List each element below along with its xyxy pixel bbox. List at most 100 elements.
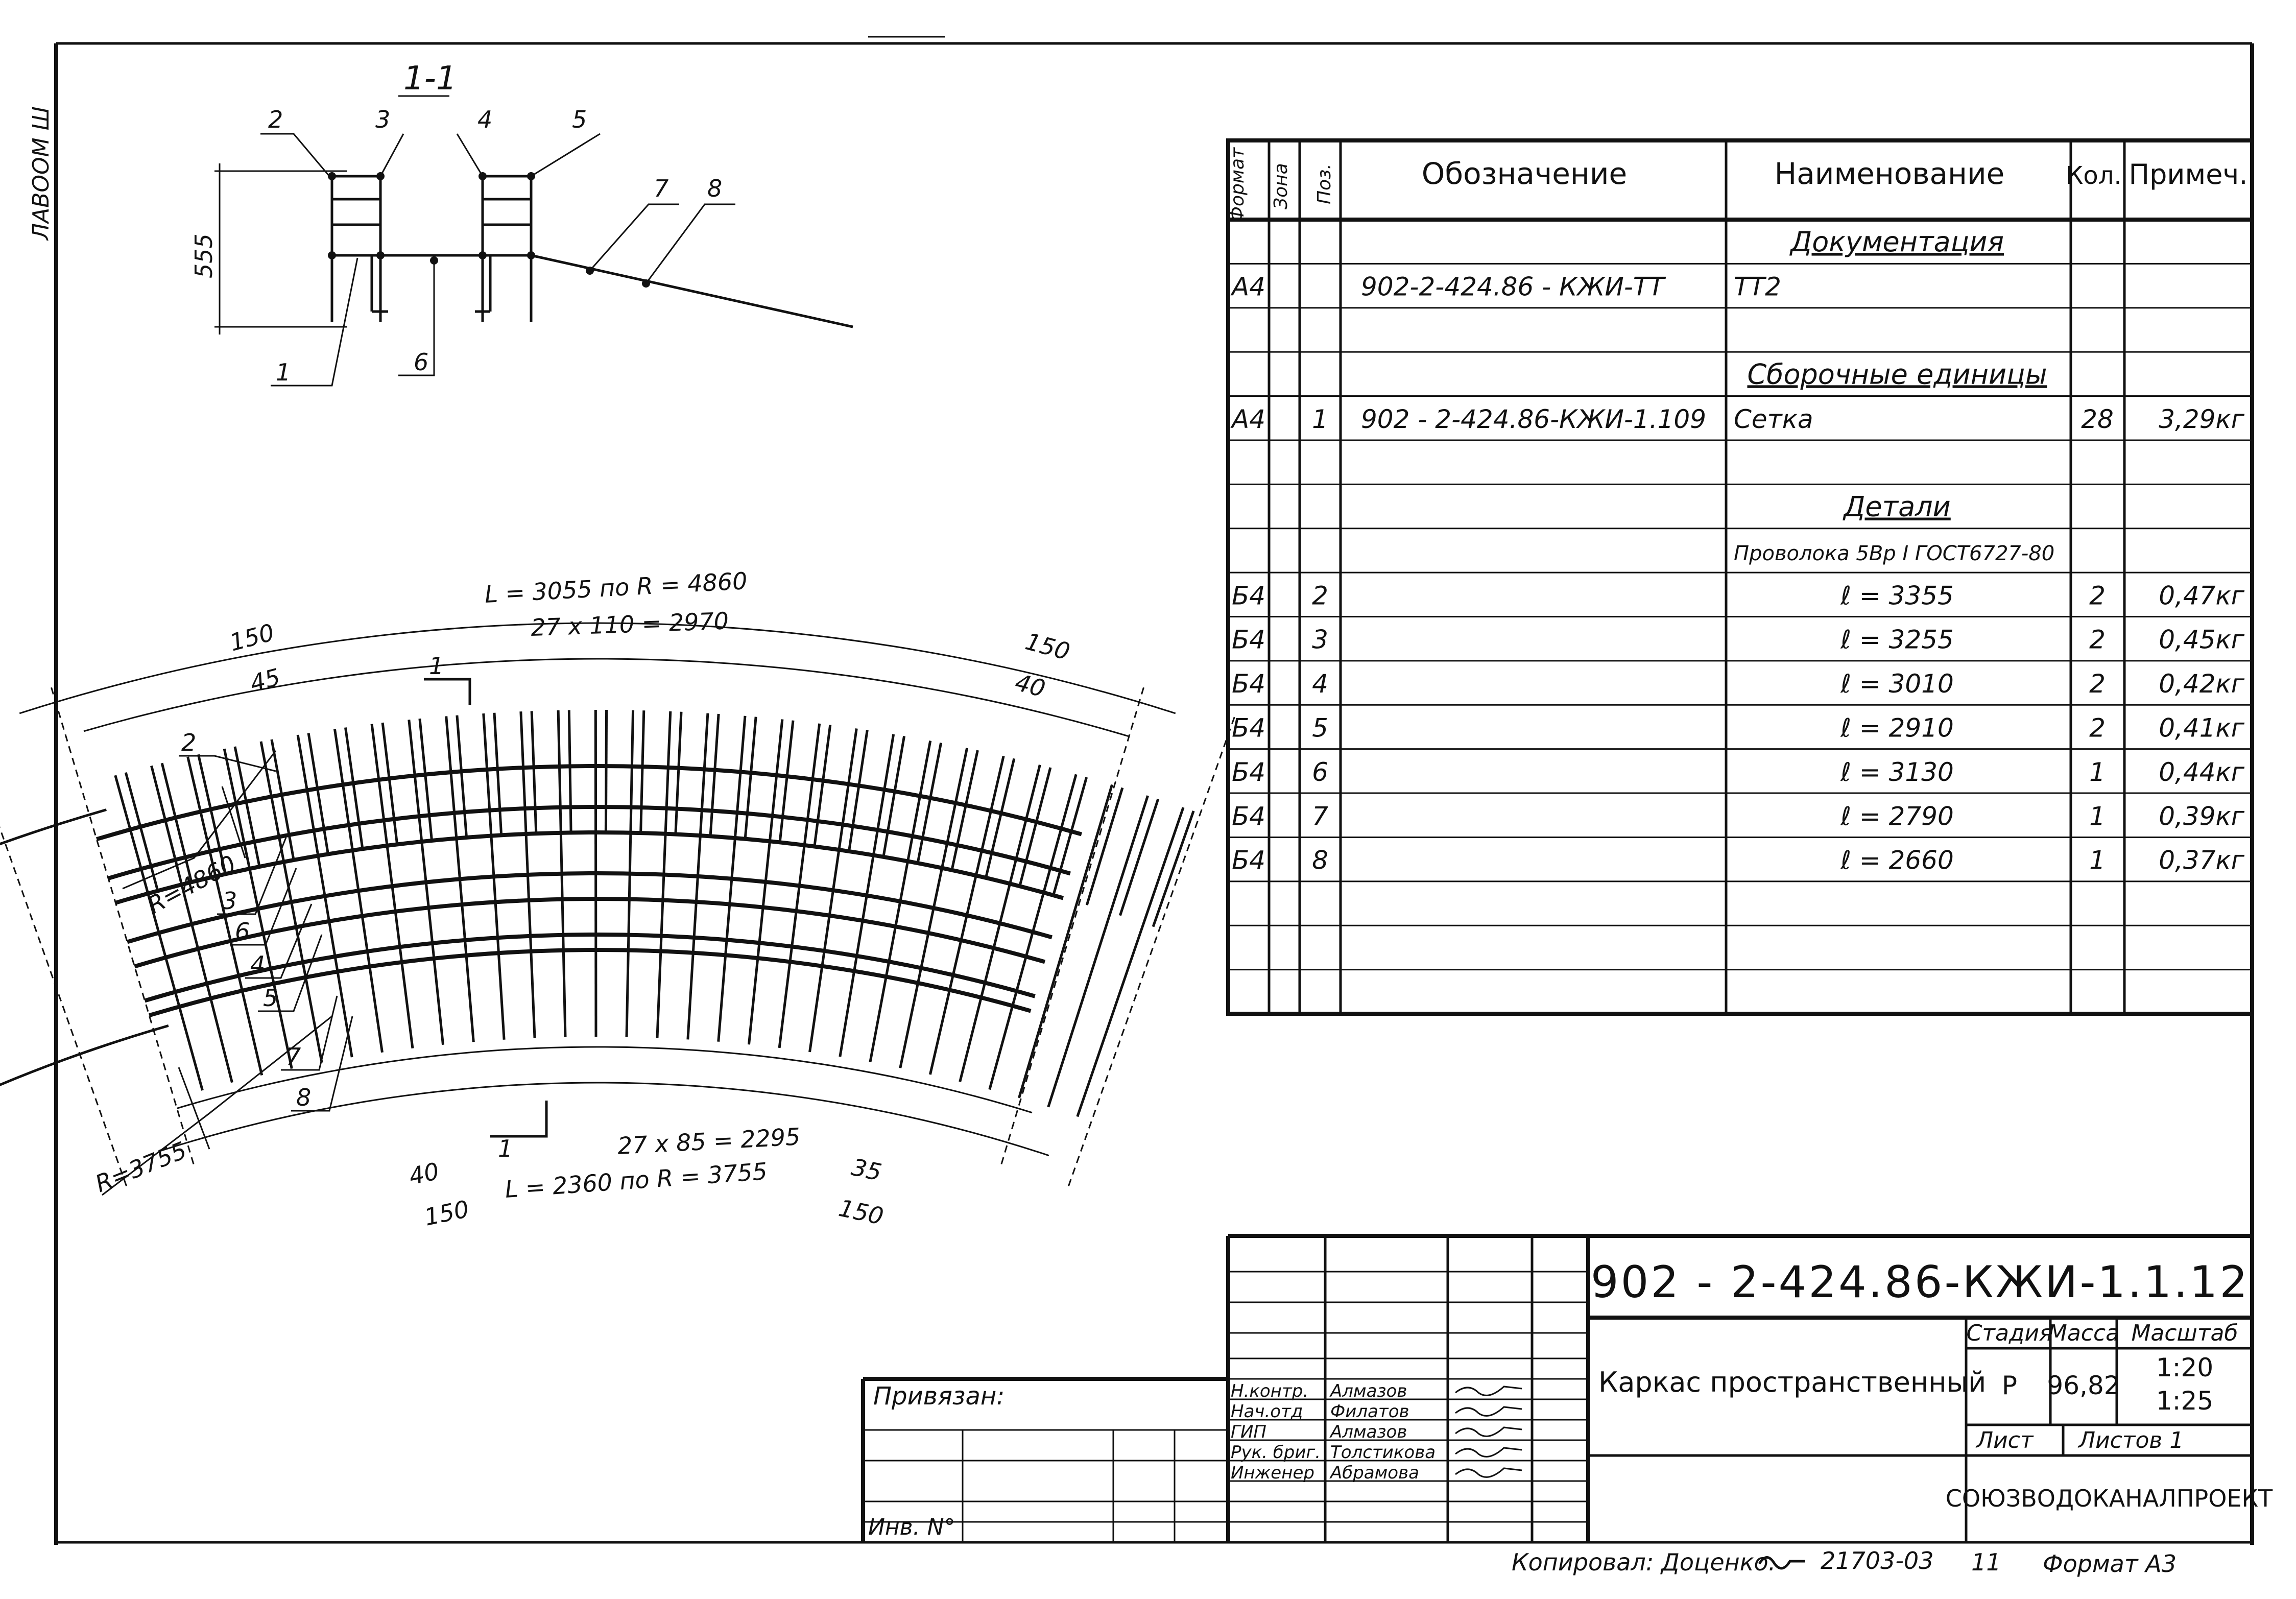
section-mark-top: 1: [429, 652, 444, 680]
row-name: Сетка: [1734, 404, 1813, 434]
row-pos: 8: [1312, 846, 1328, 875]
spec-table: Формат Зона Поз. Обозначение Наименовани…: [1226, 138, 2254, 1016]
sheet-label: Лист: [1975, 1427, 2034, 1453]
signature: [1455, 1386, 1522, 1396]
row-qty: 1: [2089, 801, 2106, 831]
transverse-bar: [778, 720, 795, 843]
transverse-bar: [985, 758, 1016, 878]
table-row: Документация: [1789, 226, 2004, 258]
section-view: 1-1 555: [190, 60, 853, 387]
transverse-bar: [197, 754, 227, 874]
transverse-bar: [709, 713, 720, 837]
section-label-7: 7: [654, 175, 668, 202]
bottom-length: L = 2360 по R = 3755: [504, 1157, 768, 1203]
spec-table-grid: [1226, 138, 2254, 1016]
row-format: Б4: [1232, 669, 1265, 699]
row-note: 0,42кг: [2159, 669, 2245, 699]
transverse-bar: [1018, 767, 1052, 887]
dim-arc-top-spacing: [83, 658, 1130, 737]
mass-label: Масса: [2048, 1320, 2119, 1346]
title-block: 902 - 2-424.86-КЖИ-1.1.12 Каркас простра…: [861, 1234, 2273, 1542]
transverse-bar: [1152, 810, 1195, 927]
row-note: 3,29кг: [2159, 404, 2245, 434]
table-row: Проволока 5Вр I ГОСТ6727-80: [1734, 542, 2054, 565]
mass-value: 96,82: [2047, 1371, 2120, 1400]
row-qty: 2: [2089, 625, 2106, 655]
row-note: 0,39кг: [2159, 801, 2245, 831]
signer-role: Инженер: [1231, 1463, 1314, 1483]
row-pos: 3: [1312, 625, 1328, 655]
row-name: ℓ = 2660: [1840, 846, 1954, 875]
plan-label-5: 5: [263, 984, 278, 1012]
row-format: Б4: [1232, 757, 1265, 787]
signer-role: ГИП: [1231, 1422, 1266, 1442]
row-pos: 7: [1312, 801, 1328, 831]
row-format: А4: [1230, 404, 1265, 434]
longitudinal-bar: [144, 933, 1036, 1003]
plan-label-3: 3: [222, 887, 237, 915]
row-format: Б4: [1232, 625, 1265, 655]
signer-name: Алмазов: [1329, 1381, 1407, 1401]
organization: СОЮЗВОДОКАНАЛПРОЕКТ: [1946, 1485, 2273, 1512]
plan-label-6: 6: [235, 918, 250, 945]
row-format: Б4: [1232, 801, 1265, 831]
inv-label: Инв. N°: [868, 1514, 955, 1540]
scale-label: Масштаб: [2131, 1320, 2238, 1346]
signer-name: Абрамова: [1329, 1463, 1419, 1483]
row-name: ℓ = 2790: [1840, 801, 1954, 831]
footer-format: Формат А3: [2043, 1550, 2177, 1578]
plan-arcs: [0, 622, 1176, 1157]
signature: [1455, 1406, 1522, 1417]
longitudinal-bar: [134, 897, 1046, 969]
footer-number: 21703-03: [1821, 1547, 1933, 1574]
row-name: Проволока 5Вр I ГОСТ6727-80: [1734, 542, 2054, 565]
row-format: Б4: [1232, 581, 1265, 610]
row-note: 0,44кг: [2159, 757, 2245, 787]
dim-40-top-right: 40: [1012, 668, 1048, 702]
row-pos: 1: [1312, 404, 1328, 434]
row-designation: 902-2-424.86 - КЖИ-ТТ: [1361, 272, 1666, 302]
row-name: ℓ = 2910: [1840, 713, 1954, 743]
dim-150-top-right: 150: [1022, 627, 1073, 665]
row-qty: 1: [2089, 757, 2106, 787]
header-pos: Поз.: [1314, 163, 1335, 204]
row-qty: 28: [2081, 404, 2114, 434]
bottom-spacing: 27 x 85 = 2295: [617, 1123, 801, 1160]
transverse-bar: [950, 750, 979, 871]
row-pos: 6: [1312, 757, 1328, 787]
row-format: А4: [1230, 272, 1265, 302]
dim-150-bottom-left: 150: [422, 1195, 471, 1231]
row-pos: 2: [1312, 581, 1328, 610]
plan-view: R=4860 R=3755 L = 3055 по R = 4860 27 x …: [0, 567, 1235, 1231]
transverse-bar: [674, 711, 683, 834]
table-row: Б4 7 ℓ = 2790 1 0,39кг: [1232, 801, 2245, 831]
signer-role: Рук. бриг.: [1231, 1442, 1321, 1463]
plan-label-2: 2: [181, 729, 196, 756]
transverse-bar: [307, 733, 329, 854]
table-row: Детали: [1843, 491, 1951, 523]
row-section-heading: Сборочные единицы: [1747, 358, 2047, 390]
section-label-2: 2: [268, 106, 283, 133]
plan-label-4: 4: [250, 951, 265, 979]
edge-mark-left: ЛАВООМ Ш: [28, 106, 54, 241]
radius-inner: R=3755: [91, 1136, 190, 1198]
row-note: 0,47кг: [2159, 581, 2245, 610]
row-pos: 4: [1312, 669, 1328, 699]
signer-role: Н.контр.: [1231, 1381, 1308, 1401]
row-format: Б4: [1232, 846, 1265, 875]
transverse-bar: [124, 772, 159, 891]
transverse-bar: [418, 718, 434, 841]
row-note: 0,45кг: [2159, 625, 2245, 655]
row-section-heading: Детали: [1843, 491, 1951, 523]
row-name: ℓ = 3010: [1840, 669, 1954, 699]
privyazan-label: Привязан:: [873, 1382, 1004, 1411]
transverse-bar: [882, 735, 906, 857]
